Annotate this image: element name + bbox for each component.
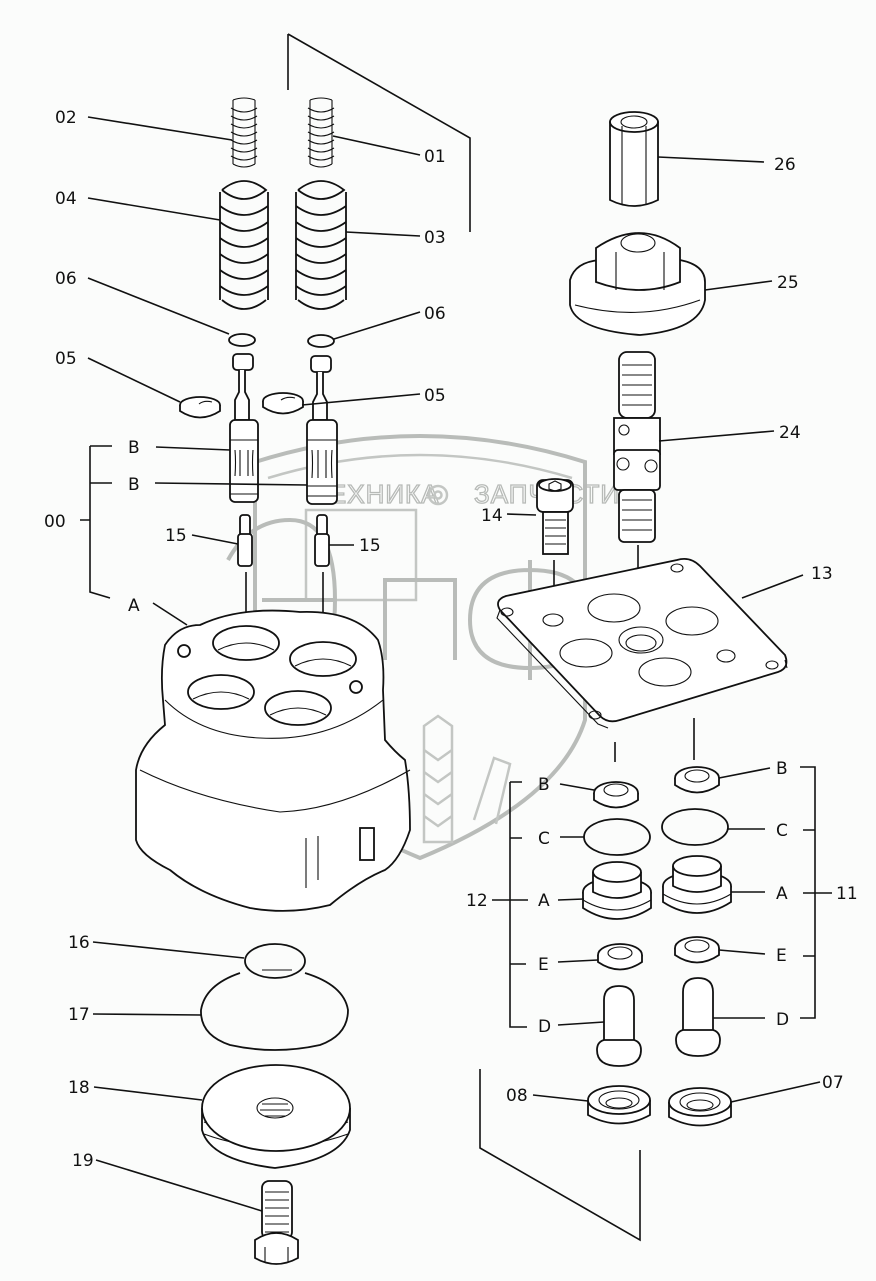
- callout-03: 03: [424, 228, 446, 248]
- callout-08: 08: [506, 1086, 528, 1106]
- washer-05-left: [179, 396, 221, 419]
- callout-12-b: B: [538, 775, 550, 795]
- o-ring-06-left: [228, 333, 256, 347]
- joint-shaft-24: [613, 351, 661, 650]
- callout-18: 18: [68, 1078, 90, 1098]
- callout-11-e: E: [776, 946, 787, 966]
- callout-06-right: 06: [424, 304, 446, 324]
- lock-nut-07: [668, 1087, 732, 1127]
- callout-17: 17: [68, 1005, 90, 1025]
- seal-kit-11-parts: [661, 766, 732, 1057]
- o-ring-16: [244, 943, 306, 979]
- callout-07: 07: [822, 1073, 844, 1093]
- callout-12-a: A: [538, 891, 550, 911]
- callout-05-left: 05: [55, 349, 77, 369]
- group-bracket-bottom: [479, 1069, 641, 1242]
- spool-left: [229, 353, 259, 503]
- callout-25: 25: [777, 273, 799, 293]
- callout-15-right: 15: [359, 536, 381, 556]
- callout-15-left: 15: [165, 526, 187, 546]
- valve-housing: [135, 609, 411, 912]
- diaphragm-17: [200, 972, 349, 1051]
- bolt-19: [254, 1180, 299, 1265]
- callout-11: 11: [836, 884, 858, 904]
- callout-11-b: B: [776, 759, 788, 779]
- o-ring-06-right: [307, 334, 335, 348]
- gear-icon: [427, 484, 449, 506]
- callout-06-left: 06: [55, 269, 77, 289]
- spring-01: [307, 97, 335, 168]
- watermark-logo-p: [383, 578, 457, 660]
- callout-12-e: E: [538, 955, 549, 975]
- callout-00-a: A: [128, 596, 140, 616]
- callout-02: 02: [55, 108, 77, 128]
- washer-05-right: [262, 392, 304, 415]
- callout-11-d: D: [776, 1010, 789, 1030]
- cover-plate-18: [201, 1064, 351, 1169]
- spring-02: [230, 97, 258, 168]
- callout-16: 16: [68, 933, 90, 953]
- callout-01: 01: [424, 147, 446, 167]
- callout-12: 12: [466, 891, 488, 911]
- callout-13: 13: [811, 564, 833, 584]
- callout-26: 26: [774, 155, 796, 175]
- callout-11-a: A: [776, 884, 788, 904]
- seal-kit-12-parts: [582, 781, 652, 1067]
- leader-lines: [80, 116, 832, 1212]
- callout-14: 14: [481, 506, 503, 526]
- spring-04: [219, 180, 269, 310]
- callout-19: 19: [72, 1151, 94, 1171]
- callout-05-right: 05: [424, 386, 446, 406]
- coupling-nut-26: [609, 111, 659, 207]
- callout-11-c: C: [776, 821, 788, 841]
- flange-nut-25: [569, 232, 706, 336]
- callout-00-b2: B: [128, 475, 140, 495]
- callout-12-c: C: [538, 829, 550, 849]
- group-bracket-top: [287, 33, 471, 232]
- callout-12-d: D: [538, 1017, 551, 1037]
- callout-00: 00: [44, 512, 66, 532]
- spring-03: [295, 180, 347, 310]
- callout-04: 04: [55, 189, 77, 209]
- spool-right: [306, 355, 338, 505]
- pin-15-left: [237, 514, 253, 638]
- callout-24: 24: [779, 423, 801, 443]
- callout-00-b1: B: [128, 438, 140, 458]
- lock-nut-08: [587, 1085, 651, 1125]
- callout-labels: 02 01 04 03 06 06 05 05 B B 00 A 15 15 1…: [44, 108, 858, 1171]
- plate-13: [496, 557, 788, 729]
